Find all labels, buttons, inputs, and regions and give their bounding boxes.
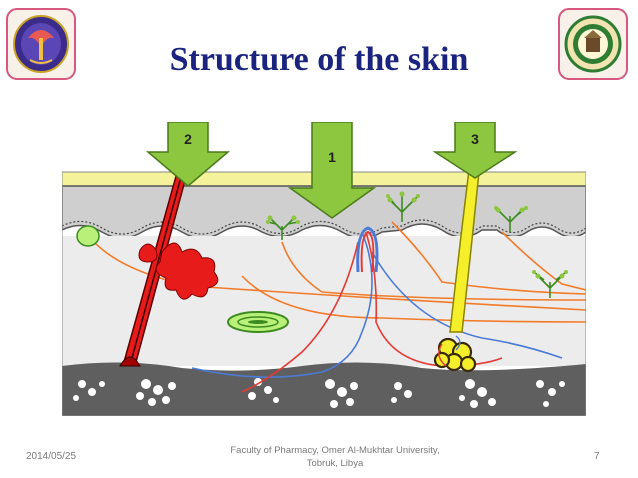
slide-title: Structure of the skin [169, 41, 469, 78]
arrow-2-icon [145, 121, 231, 187]
university-logo-right-icon [558, 8, 628, 80]
arrow-label-3: 3 [471, 131, 479, 147]
footer-institution: Faculty of Pharmacy, Omer Al-Mukhtar Uni… [200, 444, 470, 470]
page-number: 7 [594, 451, 600, 462]
arrow-1-icon [287, 121, 377, 219]
arrow-3-icon [432, 121, 518, 179]
arrow-label-1: 1 [328, 149, 336, 165]
skin-structure-diagram: 2 1 3 [61, 121, 587, 417]
footer-date: 2014/05/25 [26, 451, 77, 462]
university-logo-left-icon [6, 8, 76, 80]
arrow-label-2: 2 [184, 131, 192, 147]
footer-line-2: Tobruk, Libya [306, 458, 364, 469]
footer-line-1: Faculty of Pharmacy, Omer Al-Mukhtar Uni… [230, 445, 440, 456]
